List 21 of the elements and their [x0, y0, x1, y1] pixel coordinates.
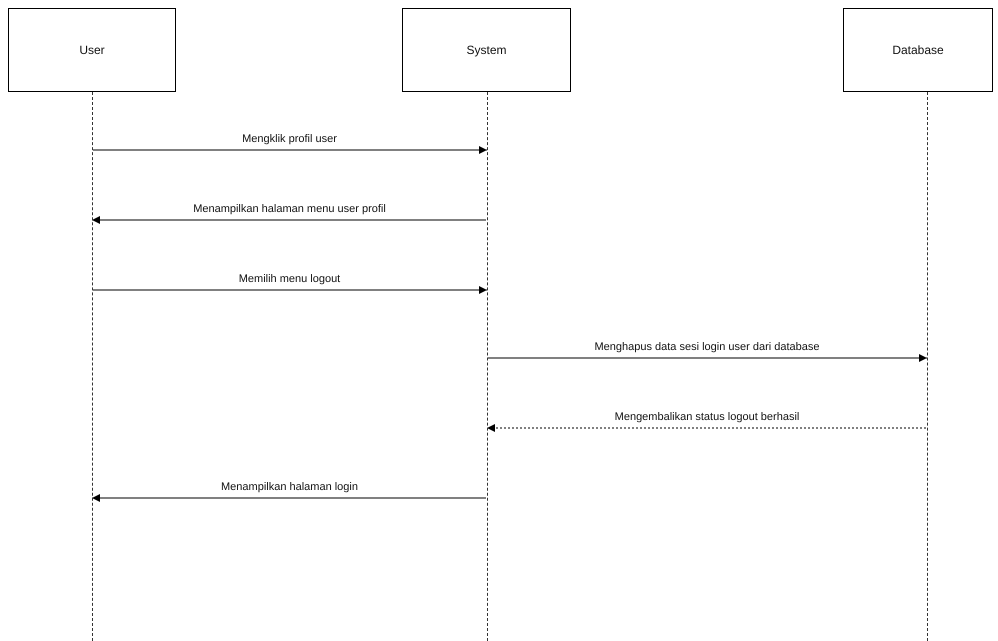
message-arrow: [92, 494, 486, 502]
message-label: Menghapus data sesi login user dari database: [592, 341, 822, 353]
message-arrow: [92, 286, 488, 294]
message-arrow: [92, 146, 488, 154]
participant-box: [843, 8, 993, 92]
lifeline: [92, 92, 93, 641]
participant-box: [8, 8, 176, 92]
participant-box: [402, 8, 571, 92]
message-label: Mengembalikan status logout berhasil: [612, 411, 802, 423]
participant-name: Database: [892, 43, 944, 57]
message-label: Memilih menu logout: [236, 273, 342, 285]
message-arrow: [486, 424, 926, 432]
lifeline: [927, 92, 928, 641]
lifeline: [487, 92, 488, 641]
message-arrow: [488, 354, 928, 362]
participant-name: System: [466, 43, 506, 57]
participant-name: User: [79, 43, 105, 57]
message-label: Menampilkan halaman menu user profil: [191, 203, 388, 215]
message-label: Mengklik profil user: [240, 133, 339, 145]
message-label: Menampilkan halaman login: [219, 481, 360, 493]
message-arrow: [92, 216, 486, 224]
